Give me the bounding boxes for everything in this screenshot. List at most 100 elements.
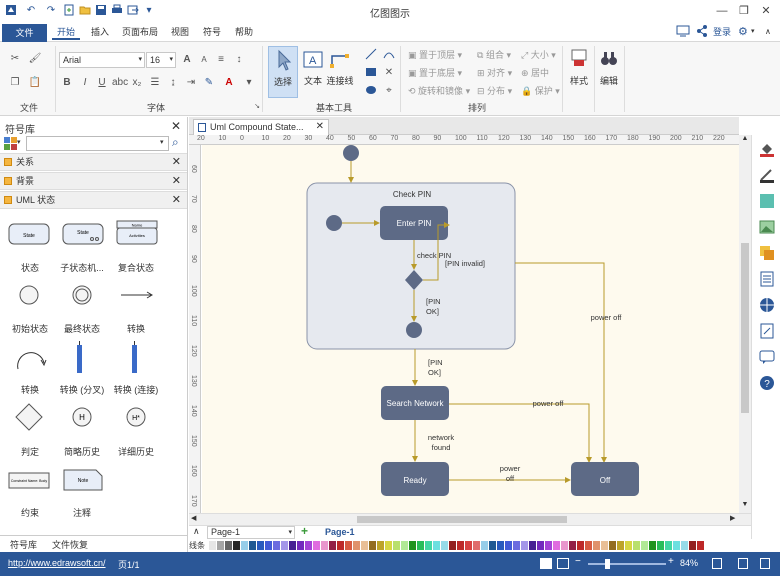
screen-icon[interactable] <box>676 25 690 41</box>
bring-front-button[interactable]: ▣ 置于顶层 ▾ <box>408 50 463 60</box>
color-swatch[interactable] <box>553 541 560 550</box>
bullets-icon[interactable]: ☰ <box>150 77 160 88</box>
color-swatch[interactable] <box>225 541 232 550</box>
color-swatch[interactable] <box>441 541 448 550</box>
chevron-down-icon[interactable]: ▾ <box>17 139 21 146</box>
vertical-scrollbar[interactable]: ▲ ▼ <box>739 135 751 513</box>
cut-icon[interactable]: ✂ <box>10 53 20 64</box>
subscript-icon[interactable]: x₂ <box>132 77 142 88</box>
rectangle-tool-icon[interactable] <box>364 66 378 80</box>
color-swatch[interactable] <box>329 541 336 550</box>
export-icon[interactable] <box>126 4 140 18</box>
library-section-uml-state[interactable]: UML 状态 ✕ <box>0 191 187 209</box>
color-swatch[interactable] <box>281 541 288 550</box>
color-swatch[interactable] <box>529 541 536 550</box>
initial-state-node[interactable] <box>343 145 359 161</box>
fit-view-icon[interactable] <box>557 558 569 569</box>
collapse-ribbon-icon[interactable]: ∧ <box>765 27 771 36</box>
fit-page-icon[interactable] <box>738 558 748 569</box>
page-tab[interactable]: Page-1 <box>325 527 355 537</box>
redo-icon[interactable]: ↷ <box>46 5 56 16</box>
color-swatch[interactable] <box>265 541 272 550</box>
zoom-slider[interactable] <box>588 563 666 565</box>
page-icon[interactable] <box>759 271 775 287</box>
color-swatch[interactable] <box>353 541 360 550</box>
color-swatch[interactable] <box>345 541 352 550</box>
color-swatch[interactable] <box>289 541 296 550</box>
color-swatch[interactable] <box>257 541 264 550</box>
layers-icon[interactable] <box>759 245 775 261</box>
color-swatch[interactable] <box>561 541 568 550</box>
share-icon[interactable] <box>696 25 708 41</box>
close-icon[interactable]: ✕ <box>170 119 181 133</box>
font-size-select[interactable]: 16▾ <box>146 52 176 68</box>
decision-diamond-icon[interactable] <box>15 403 43 431</box>
final-state-shape-icon[interactable] <box>71 284 93 306</box>
color-swatch[interactable] <box>489 541 496 550</box>
transition-curve-icon[interactable] <box>14 343 48 373</box>
login-link[interactable]: 登录 <box>713 27 732 37</box>
state-diagram[interactable]: Check PIN Enter PIN check PIN [PIN inval… <box>202 145 739 513</box>
decision-node[interactable] <box>405 270 423 290</box>
color-swatch[interactable] <box>209 541 216 550</box>
line-tool-icon[interactable] <box>364 48 378 62</box>
copy-icon[interactable]: ❐ <box>10 77 20 88</box>
transition-arrow-icon[interactable] <box>120 289 154 301</box>
align-text-icon[interactable]: ≡ <box>218 54 224 65</box>
protect-button[interactable]: 🔒 保护 ▾ <box>521 86 560 96</box>
page-select[interactable]: Page-1▾ <box>207 526 295 539</box>
tab-help[interactable]: 帮助 <box>234 27 253 37</box>
edit-button[interactable]: 编辑 <box>596 46 622 87</box>
join-bar-icon[interactable] <box>131 341 139 375</box>
print-icon[interactable] <box>110 4 124 18</box>
tab-library[interactable]: 符号库 <box>10 540 38 550</box>
color-swatch[interactable] <box>249 541 256 550</box>
group-button[interactable]: ⧉ 组合 ▾ <box>477 50 511 60</box>
text-direction-icon[interactable]: ↕ <box>236 54 242 65</box>
color-swatch[interactable] <box>401 541 408 550</box>
fork-bar-icon[interactable] <box>76 341 84 375</box>
color-swatch[interactable] <box>617 541 624 550</box>
color-swatch[interactable] <box>473 541 480 550</box>
ellipse-tool-icon[interactable] <box>364 84 378 98</box>
document-tab[interactable]: Uml Compound State... ✕ <box>193 119 329 135</box>
tab-insert[interactable]: 插入 <box>90 27 109 37</box>
select-tool-button[interactable]: 选择 <box>268 46 298 98</box>
color-swatch[interactable] <box>665 541 672 550</box>
style-button[interactable]: 样式 <box>566 46 592 87</box>
color-swatch[interactable] <box>217 541 224 550</box>
close-icon[interactable]: ✕ <box>761 5 771 17</box>
tab-view[interactable]: 视图 <box>170 27 189 37</box>
zoom-out-icon[interactable]: − <box>575 556 581 567</box>
color-swatch[interactable] <box>321 541 328 550</box>
color-swatch[interactable] <box>233 541 240 550</box>
note-shape-icon[interactable]: Note <box>63 469 103 491</box>
shallow-history-icon[interactable]: H <box>71 406 93 428</box>
color-swatch[interactable] <box>577 541 584 550</box>
save-icon[interactable] <box>94 4 108 18</box>
color-swatch[interactable] <box>457 541 464 550</box>
color-swatch[interactable] <box>593 541 600 550</box>
line-style-icon[interactable] <box>759 167 775 183</box>
color-swatch[interactable] <box>417 541 424 550</box>
color-swatch[interactable] <box>545 541 552 550</box>
color-swatch[interactable] <box>385 541 392 550</box>
color-swatch[interactable] <box>369 541 376 550</box>
new-file-icon[interactable] <box>62 4 76 18</box>
open-folder-icon[interactable] <box>78 4 92 18</box>
inner-final-node[interactable] <box>406 322 422 338</box>
library-section-background[interactable]: 背景 ✕ <box>0 172 187 190</box>
font-shrink-icon[interactable]: A <box>201 55 207 64</box>
scroll-up-icon[interactable]: ▲ <box>741 135 749 142</box>
library-section-relations[interactable]: 关系 ✕ <box>0 153 187 171</box>
comment-icon[interactable] <box>759 349 775 365</box>
color-swatch[interactable] <box>521 541 528 550</box>
color-swatch[interactable] <box>433 541 440 550</box>
size-button[interactable]: ⤢ 大小 ▾ <box>521 50 556 60</box>
bold-icon[interactable]: B <box>63 77 71 88</box>
color-swatch[interactable] <box>633 541 640 550</box>
font-grow-icon[interactable]: A <box>183 54 191 65</box>
color-swatch[interactable] <box>697 541 704 550</box>
settings-gear-icon[interactable]: ⚙ <box>738 26 748 38</box>
initial-state-shape-icon[interactable] <box>18 284 40 306</box>
